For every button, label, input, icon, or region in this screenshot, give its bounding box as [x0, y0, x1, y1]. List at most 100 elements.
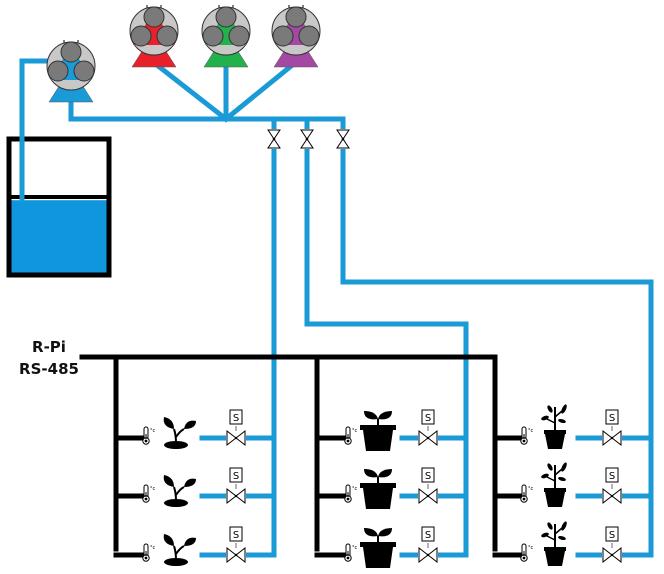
thermometer-icon: °c	[520, 426, 534, 445]
solenoid-label: S	[233, 413, 239, 424]
plant-bed: °c S	[314, 409, 469, 451]
rs485-bus	[79, 354, 498, 552]
tank-outline	[6, 136, 112, 278]
solenoid-valve: S	[418, 467, 438, 505]
svg-text:°c: °c	[352, 545, 358, 551]
solenoid-label: S	[609, 471, 615, 482]
potted-sprout-icon	[360, 528, 396, 568]
svg-text:°c: °c	[150, 486, 156, 492]
svg-text:°c: °c	[352, 428, 358, 434]
solenoid-label: S	[233, 530, 239, 541]
plant-bed: °c S	[113, 409, 277, 449]
zone-2: °cS°cS°cS	[314, 409, 469, 568]
pump-roller	[215, 6, 237, 28]
zones: °cS°cS°cS°cS°cS°cS°cS°cS°cS	[113, 404, 654, 568]
potted-plant-icon	[541, 462, 567, 507]
controller-label: R-Pi RS-485	[18, 336, 80, 380]
pump-roller	[156, 25, 178, 47]
solenoid-box	[605, 467, 619, 483]
pump-roller	[143, 6, 165, 28]
solenoid-valve: S	[226, 409, 246, 447]
thermometer-icon: °c	[142, 484, 156, 503]
water-tank	[6, 136, 112, 278]
solenoid-label: S	[425, 413, 431, 424]
solenoid-box	[421, 409, 435, 425]
pump-roller	[285, 6, 307, 28]
svg-text:°c: °c	[528, 545, 534, 551]
svg-text:°c: °c	[150, 428, 156, 434]
solenoid-box	[605, 409, 619, 425]
potted-sprout-icon	[360, 411, 396, 451]
solenoid-label: S	[609, 413, 615, 424]
zone-3-valve-icon	[336, 129, 350, 149]
svg-text:°c: °c	[528, 428, 534, 434]
nutrient-pump-red-icon	[129, 5, 179, 68]
thermometer-icon: °c	[344, 543, 358, 562]
pumps	[46, 5, 321, 103]
thermometer-icon: °c	[142, 426, 156, 445]
purple-feed-pipe	[222, 58, 300, 123]
plant-bed: °c S	[113, 467, 277, 507]
potted-plant-icon	[541, 521, 567, 566]
solenoid-box	[229, 526, 243, 542]
plant-bed: °c S	[492, 404, 654, 449]
solenoid-valve: S	[226, 526, 246, 564]
solenoid-label: S	[425, 530, 431, 541]
solenoid-valve: S	[602, 526, 622, 564]
zone-valves	[267, 129, 350, 149]
nutrient-pump-green-icon	[201, 5, 251, 68]
tank-suction-pipe	[19, 58, 55, 203]
solenoid-valve: S	[602, 467, 622, 505]
solenoid-box	[229, 467, 243, 483]
tank-water	[9, 200, 109, 275]
thermometer-icon: °c	[520, 543, 534, 562]
solenoid-valve: S	[226, 467, 246, 505]
controller-bus: RS-485	[19, 360, 79, 378]
svg-text:°c: °c	[150, 545, 156, 551]
pump-roller	[272, 25, 294, 47]
potted-sprout-icon	[360, 469, 396, 509]
solenoid-label: S	[233, 471, 239, 482]
supply-pipes	[19, 58, 654, 558]
seedling-icon	[163, 534, 196, 566]
seedling-icon	[163, 417, 196, 449]
nutrient-pump-purple-icon	[271, 5, 321, 68]
plant-bed: °c S	[492, 462, 654, 507]
seedling-icon	[163, 475, 196, 507]
pump-roller	[298, 25, 320, 47]
pump-roller	[228, 25, 250, 47]
pump-roller	[60, 41, 82, 63]
zone-1-valve-icon	[267, 129, 281, 149]
solenoid-valve: S	[418, 409, 438, 447]
solenoid-valve: S	[602, 409, 622, 447]
solenoid-box	[421, 467, 435, 483]
controller-name: R-Pi	[32, 338, 66, 356]
thermometer-icon: °c	[520, 484, 534, 503]
thermometer-icon: °c	[344, 484, 358, 503]
pump-roller	[73, 60, 95, 82]
svg-text:°c: °c	[528, 486, 534, 492]
solenoid-box	[421, 526, 435, 542]
thermometer-icon: °c	[142, 543, 156, 562]
zone-3: °cS°cS°cS	[492, 404, 654, 566]
plant-bed: °c S	[314, 467, 469, 509]
pump-roller	[130, 25, 152, 47]
zone-1: °cS°cS°cS	[113, 409, 277, 566]
solenoid-label: S	[609, 530, 615, 541]
plant-bed: °c S	[492, 521, 654, 566]
potted-plant-icon	[541, 404, 567, 449]
pump-roller	[47, 60, 69, 82]
plant-bed: °c S	[113, 526, 277, 566]
zone-2-valve-icon	[300, 129, 314, 149]
solenoid-box	[229, 409, 243, 425]
zone-3-supply-pipe	[340, 116, 654, 558]
water-pump-icon	[46, 40, 96, 103]
pump-roller	[202, 25, 224, 47]
thermometer-icon: °c	[344, 426, 358, 445]
solenoid-label: S	[425, 471, 431, 482]
solenoid-box	[605, 526, 619, 542]
plant-bed: °c S	[314, 526, 469, 568]
svg-text:°c: °c	[352, 486, 358, 492]
red-feed-pipe	[149, 58, 230, 123]
